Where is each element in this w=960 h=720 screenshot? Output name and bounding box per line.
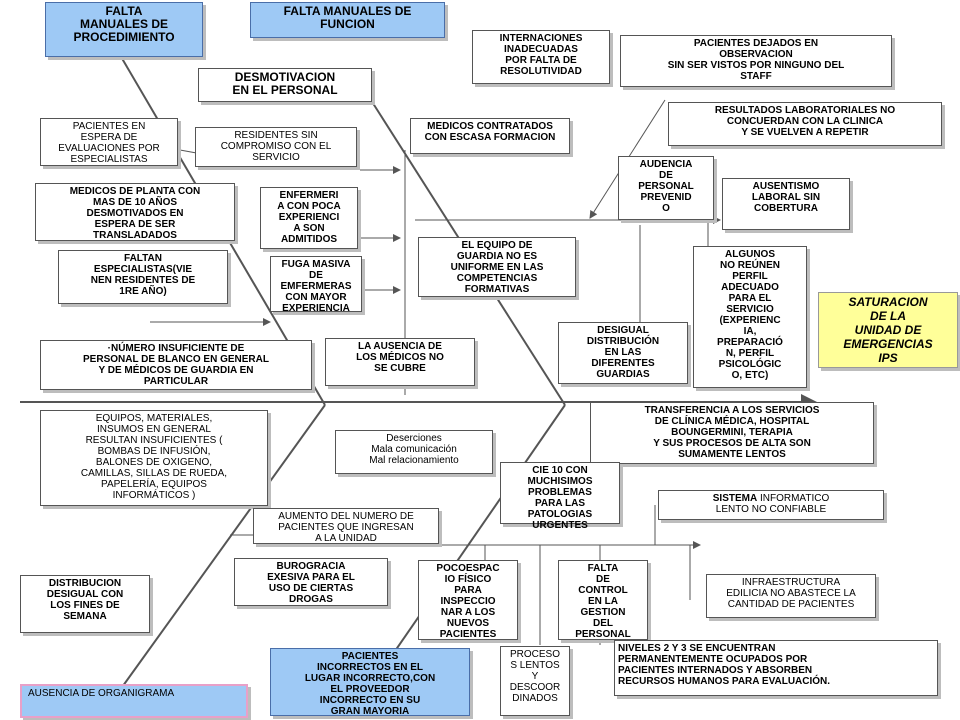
numero-insuficiente-personal: ·NÚMERO INSUFICIENTE DE PERSONAL DE BLAN… — [40, 340, 312, 390]
infraestructura-edilicia: INFRAESTRUCTURA EDILICIA NO ABASTECE LA … — [706, 574, 876, 618]
pacientes-dejados-observacion: PACIENTES DEJADOS EN OBSERVACION SIN SER… — [620, 35, 892, 87]
medicos-contratados: MEDICOS CONTRATADOS CON ESCASA FORMACION — [410, 118, 570, 154]
pacientes-espera-evaluaciones: PACIENTES EN ESPERA DE EVALUACIONES POR … — [40, 118, 178, 166]
ausencia-organigrama: AUSENCIA DE ORGANIGRAMA — [20, 684, 248, 718]
pacientes-incorrectos: PACIENTES INCORRECTOS EN EL LUGAR INCORR… — [270, 648, 470, 717]
poco-espacio-fisico: POCOESPAC IO FÍSICO PARA INSPECCIO NAR A… — [418, 560, 518, 640]
falta-manuales-procedimiento: FALTA MANUALES DE PROCEDIMIENTO — [45, 2, 203, 57]
bone-lower-2 — [374, 404, 566, 681]
distribucion-desigual-fines-semana: DISTRIBUCION DESIGUAL CON LOS FINES DE S… — [20, 575, 150, 633]
deserciones-comunicacion: Deserciones Mala comunicación Mal relaci… — [335, 430, 493, 474]
niveles-ocupados: NIVELES 2 Y 3 SE ENCUENTRAN PERMANENTEME… — [614, 640, 938, 696]
equipo-guardia-no-uniforme: EL EQUIPO DE GUARDIA NO ES UNIFORME EN L… — [418, 237, 576, 297]
desmotivacion-personal: DESMOTIVACION EN EL PERSONAL — [198, 68, 372, 102]
algunos-no-reunen-perfil: ALGUNOS NO REÚNEN PERFIL ADECUADO PARA E… — [693, 246, 807, 388]
sistema-rest-label: INFORMATICO LENTO NO CONFIABLE — [715, 493, 830, 515]
ausencia-medicos-no-cubre: LA AUSENCIA DE LOS MÉDICOS NO SE CUBRE — [325, 338, 475, 386]
falta-control-gestion: FALTA DE CONTROL EN LA GESTION DEL PERSO… — [558, 560, 648, 640]
audiencia-personal: AUDENCIA DE PERSONAL PREVENID O — [618, 156, 714, 220]
residentes-sin-compromiso: RESIDENTES SIN COMPROMISO CON EL SERVICI… — [195, 127, 357, 167]
cie10-problemas: CIE 10 CON MUCHISIMOS PROBLEMAS PARA LAS… — [500, 462, 620, 531]
faltan-especialistas: FALTAN ESPECIALISTAS(VIE NEN RESIDENTES … — [58, 250, 228, 304]
sistema-label: SISTEMA — [712, 493, 758, 504]
transferencia-servicios: TRANSFERENCIA A LOS SERVICIOS DE CLÍNICA… — [590, 402, 874, 464]
procesos-lentos: PROCESO S LENTOS Y DESCOOR DINADOS — [500, 646, 570, 716]
desigual-distribucion-guardias: DESIGUAL DISTRIBUCIÓN EN LAS DIFERENTES … — [558, 322, 688, 384]
resultados-laboratoriales: RESULTADOS LABORATORIALES NO CONCUERDAN … — [668, 102, 942, 146]
burocracia-excesiva: BUROGRACIA EXESIVA PARA EL USO DE CIERTA… — [234, 558, 388, 606]
sistema-informatico-lento: SISTEMA INFORMATICO LENTO NO CONFIABLE — [658, 490, 884, 520]
aumento-numero-pacientes: AUMENTO DEL NUMERO DE PACIENTES QUE INGR… — [253, 508, 439, 544]
fuga-masiva-enfermeras: FUGA MASIVA DE EMFERMERAS CON MAYOR EXPE… — [270, 256, 362, 314]
medicos-de-planta: MEDICOS DE PLANTA CON MAS DE 10 AÑOS DES… — [35, 183, 235, 241]
enfermeria-poca-experiencia: ENFERMERI A CON POCA EXPERIENCI A SON AD… — [260, 187, 358, 249]
saturacion-unidad-emergencias: SATURACION DE LA UNIDAD DE EMERGENCIAS I… — [818, 292, 958, 368]
equipos-materiales-insuficientes: EQUIPOS, MATERIALES, INSUMOS EN GENERAL … — [40, 410, 268, 506]
ausentismo-laboral: AUSENTISMO LABORAL SIN COBERTURA — [722, 178, 850, 230]
internaciones-inadecuadas: INTERNACIONES INADECUADAS POR FALTA DE R… — [472, 30, 610, 84]
bone-lower-1 — [119, 404, 326, 691]
falta-manuales-funcion: FALTA MANUALES DE FUNCION — [250, 2, 445, 38]
